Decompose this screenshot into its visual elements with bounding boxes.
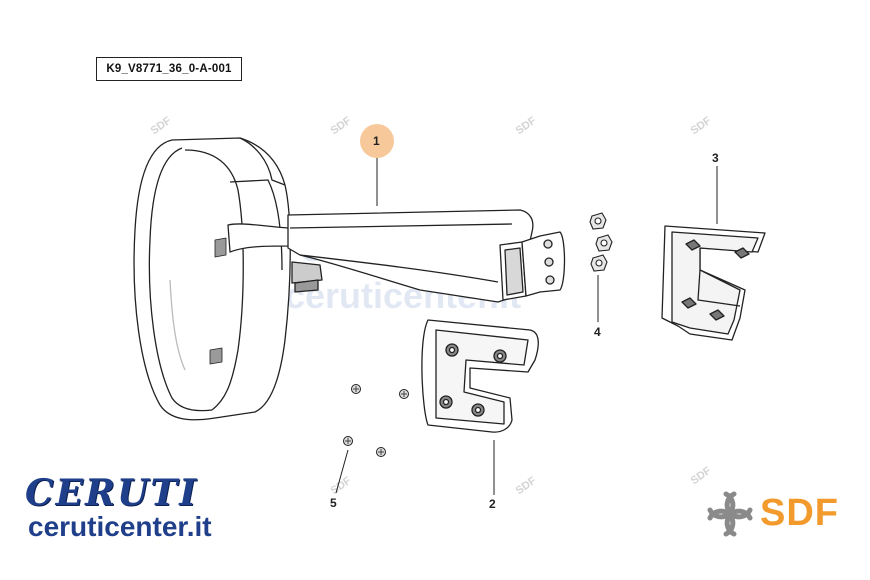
mirror-arm-part-1: [227, 209, 566, 303]
plate-part-2: [421, 319, 539, 433]
nuts-part-4: [589, 212, 613, 272]
bracket-part-3: [661, 225, 766, 341]
ceruti-logo: CERUTI: [25, 472, 199, 514]
ceruti-url: ceruticenter.it: [28, 511, 212, 542]
callout-2[interactable]: 2: [489, 497, 496, 511]
callout-1-highlight: [360, 124, 394, 158]
callout-4[interactable]: 4: [594, 325, 601, 339]
callout-1[interactable]: 1: [373, 134, 380, 148]
sdf-logo-text: SDF: [760, 492, 839, 534]
screws-part-5: [343, 384, 409, 457]
callout-5[interactable]: 5: [330, 496, 337, 510]
leader-lines: [335, 157, 718, 495]
callout-3[interactable]: 3: [712, 151, 719, 165]
part-code-label: K9_V8771_36_0-A-001: [96, 57, 242, 81]
mirror-head: [133, 137, 291, 421]
